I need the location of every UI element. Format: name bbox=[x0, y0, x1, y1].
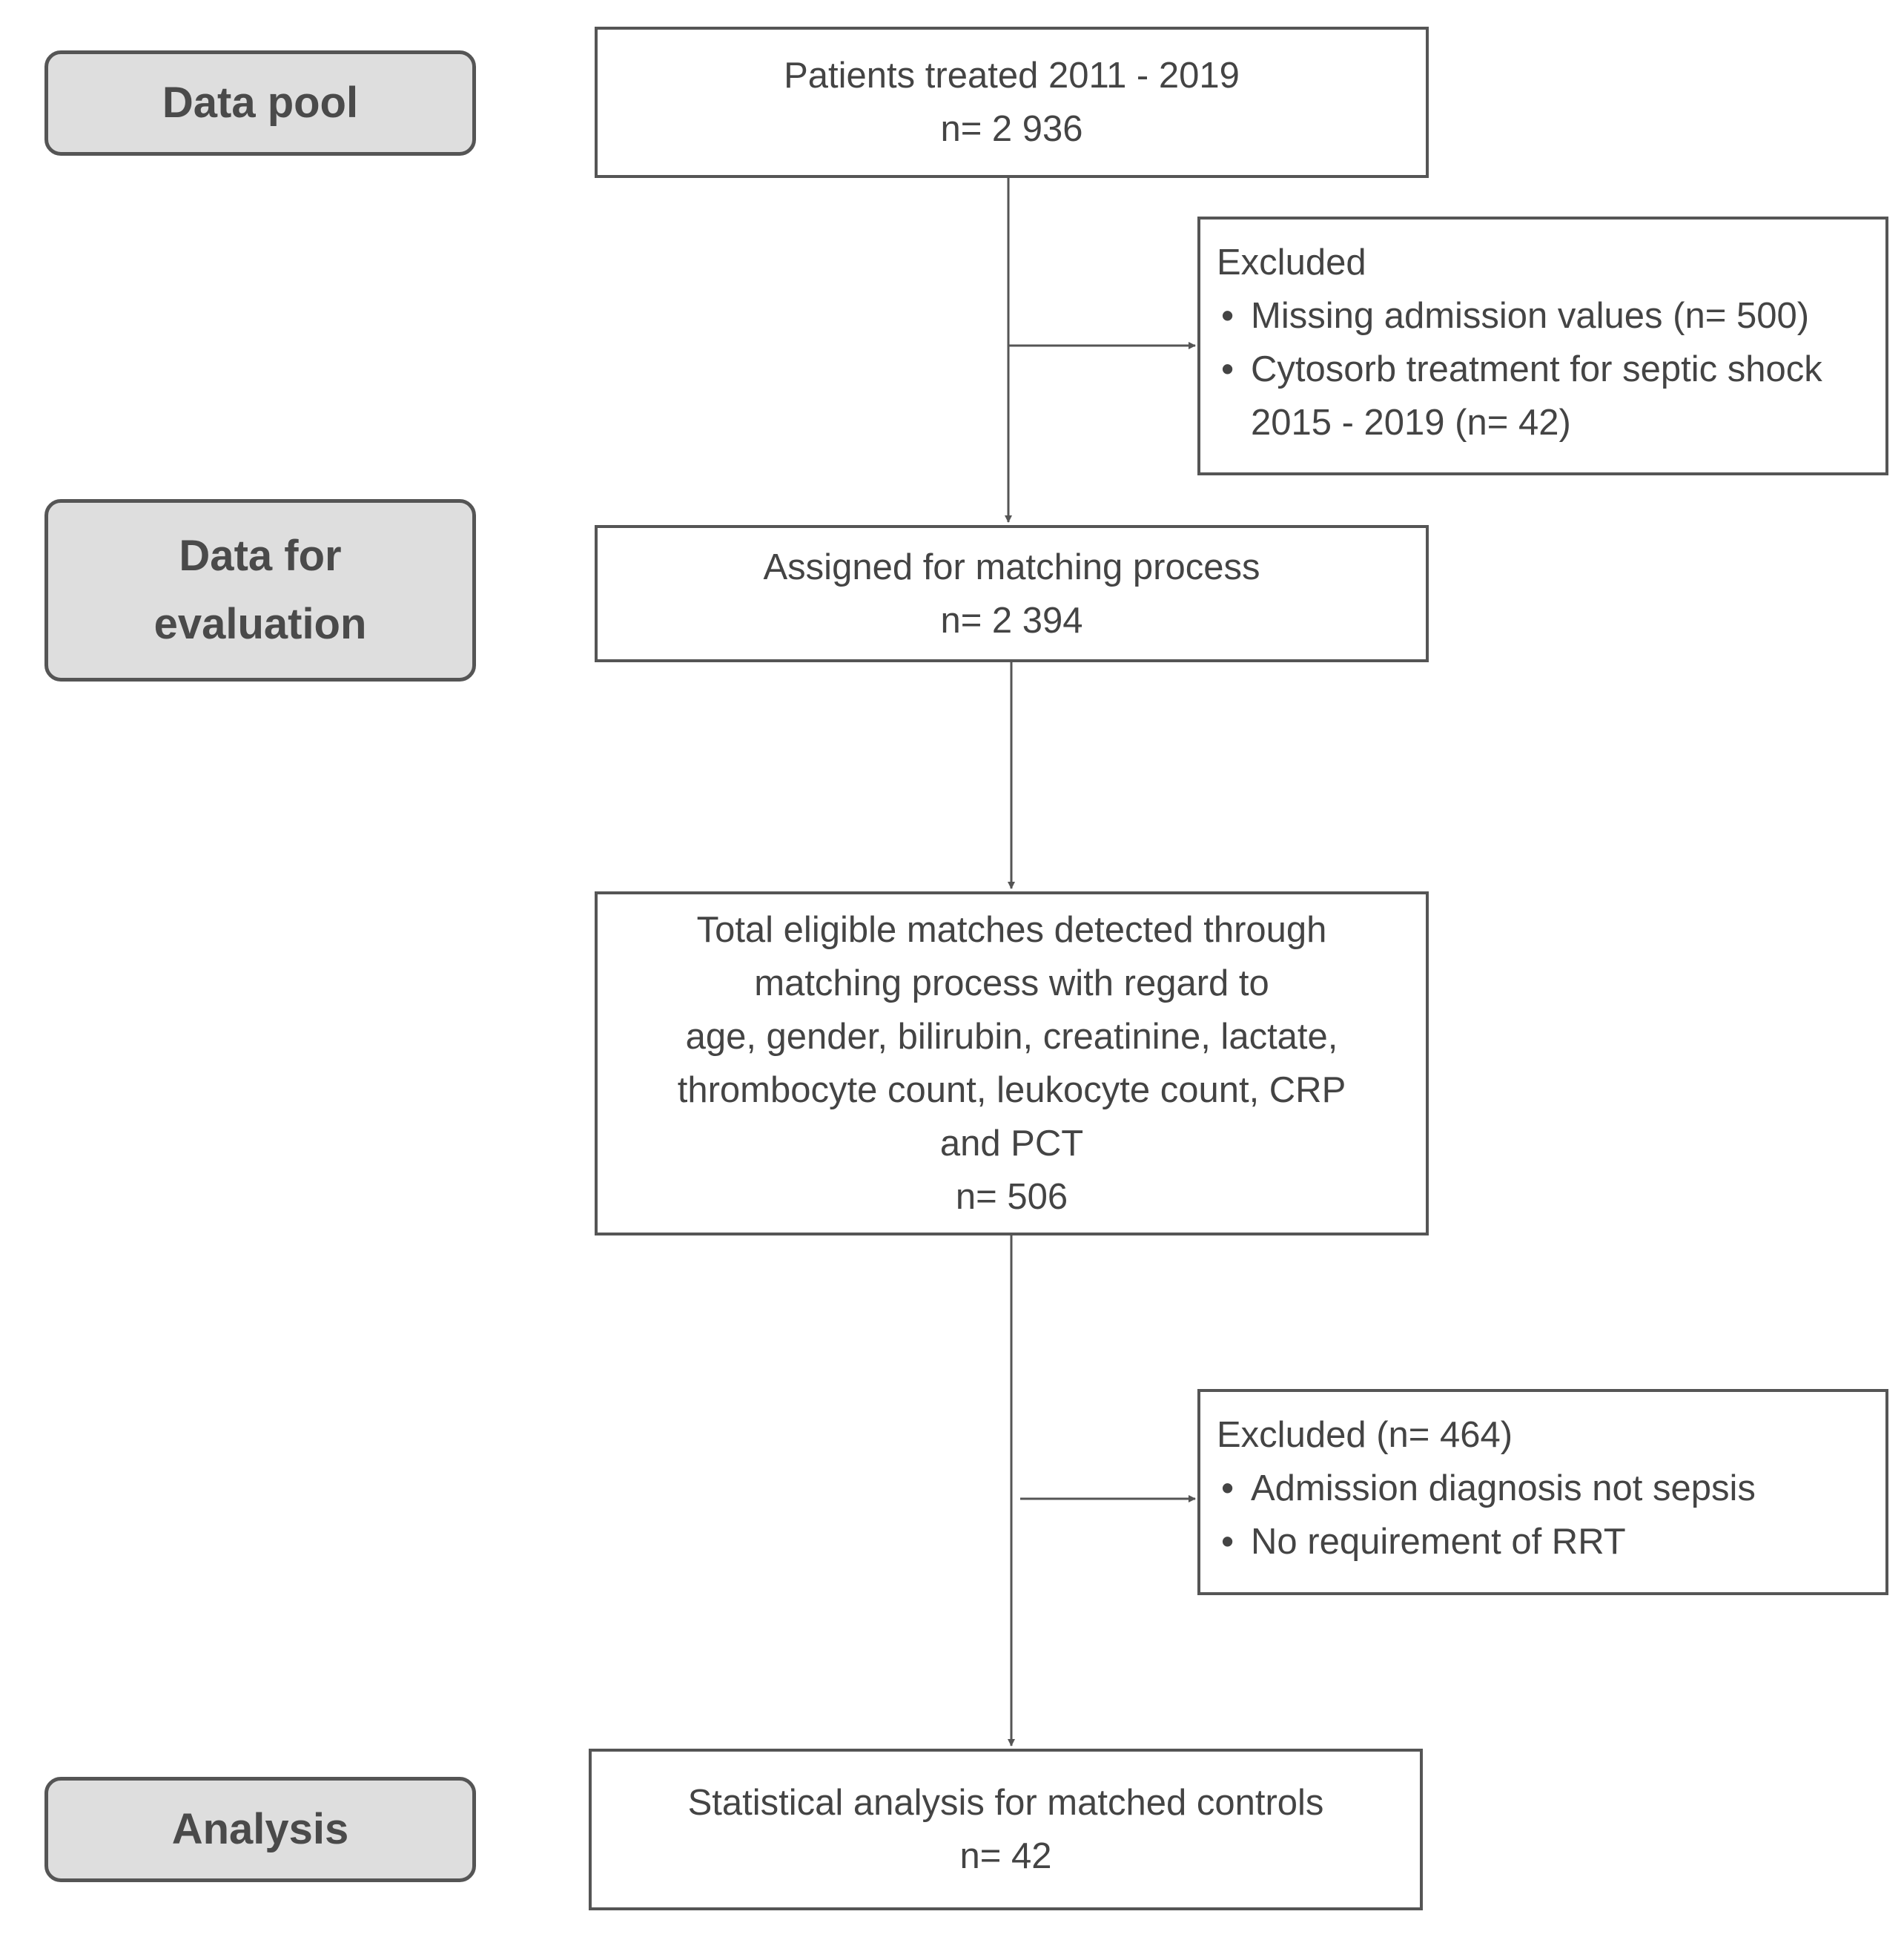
stage-data-for-evaluation: Data for evaluation bbox=[44, 499, 476, 682]
list-item: • Missing admission values (n= 500) bbox=[1217, 289, 1885, 343]
list-item: • Cytosorb treatment for septic shock 20… bbox=[1217, 343, 1885, 449]
stage-analysis: Analysis bbox=[44, 1777, 476, 1882]
excluded-2-item-1-line-1: Admission diagnosis not sepsis bbox=[1251, 1468, 1756, 1508]
total-eligible-line-5: and PCT bbox=[939, 1124, 1084, 1164]
stage-data-for-evaluation-line-1: Data for bbox=[179, 532, 342, 580]
excluded-1-list: • Missing admission values (n= 500) • Cy… bbox=[1217, 289, 1885, 449]
box-assigned-matching: Assigned for matching process n= 2 394 bbox=[595, 525, 1429, 662]
total-eligible-line-1: Total eligible matches detected through bbox=[696, 910, 1327, 950]
bullet-icon: • bbox=[1221, 296, 1234, 336]
excluded-2-item-2-line-1: No requirement of RRT bbox=[1251, 1522, 1626, 1562]
bullet-icon: • bbox=[1221, 349, 1234, 389]
excluded-1-item-2-line-1: Cytosorb treatment for septic shock bbox=[1251, 349, 1822, 389]
statistical-analysis-count: n= 42 bbox=[959, 1836, 1052, 1876]
excluded-1-item-2-line-2: 2015 - 2019 (n= 42) bbox=[1251, 403, 1571, 443]
total-eligible-line-4: thrombocyte count, leukocyte count, CRP bbox=[677, 1070, 1346, 1110]
assigned-matching-count: n= 2 394 bbox=[940, 600, 1083, 641]
assigned-matching-title: Assigned for matching process bbox=[763, 547, 1260, 587]
excluded-2-heading: Excluded (n= 464) bbox=[1217, 1415, 1513, 1455]
bullet-icon: • bbox=[1221, 1468, 1234, 1508]
excluded-1-heading: Excluded bbox=[1217, 242, 1366, 283]
list-item: • No requirement of RRT bbox=[1217, 1515, 1885, 1568]
box-total-eligible: Total eligible matches detected through … bbox=[595, 891, 1429, 1235]
statistical-analysis-title: Statistical analysis for matched control… bbox=[687, 1783, 1324, 1823]
stage-data-pool-label: Data pool bbox=[162, 79, 359, 127]
total-eligible-count: n= 506 bbox=[955, 1177, 1068, 1217]
stage-data-pool: Data pool bbox=[44, 50, 476, 156]
excluded-2-list: • Admission diagnosis not sepsis • No re… bbox=[1217, 1462, 1885, 1568]
list-item: • Admission diagnosis not sepsis bbox=[1217, 1462, 1885, 1515]
stage-data-for-evaluation-line-2: evaluation bbox=[153, 600, 367, 648]
box-excluded-1: Excluded • Missing admission values (n= … bbox=[1197, 217, 1888, 475]
bullet-icon: • bbox=[1221, 1522, 1234, 1562]
box-statistical-analysis: Statistical analysis for matched control… bbox=[589, 1749, 1423, 1910]
excluded-1-item-1-line-1: Missing admission values (n= 500) bbox=[1251, 296, 1810, 336]
box-excluded-2: Excluded (n= 464) • Admission diagnosis … bbox=[1197, 1389, 1888, 1595]
patients-treated-title: Patients treated 2011 - 2019 bbox=[784, 56, 1240, 96]
total-eligible-line-3: age, gender, bilirubin, creatinine, lact… bbox=[685, 1017, 1338, 1057]
box-patients-treated: Patients treated 2011 - 2019 n= 2 936 bbox=[595, 27, 1429, 178]
total-eligible-line-2: matching process with regard to bbox=[754, 963, 1269, 1003]
patients-treated-count: n= 2 936 bbox=[940, 109, 1083, 149]
stage-analysis-label: Analysis bbox=[171, 1805, 349, 1853]
